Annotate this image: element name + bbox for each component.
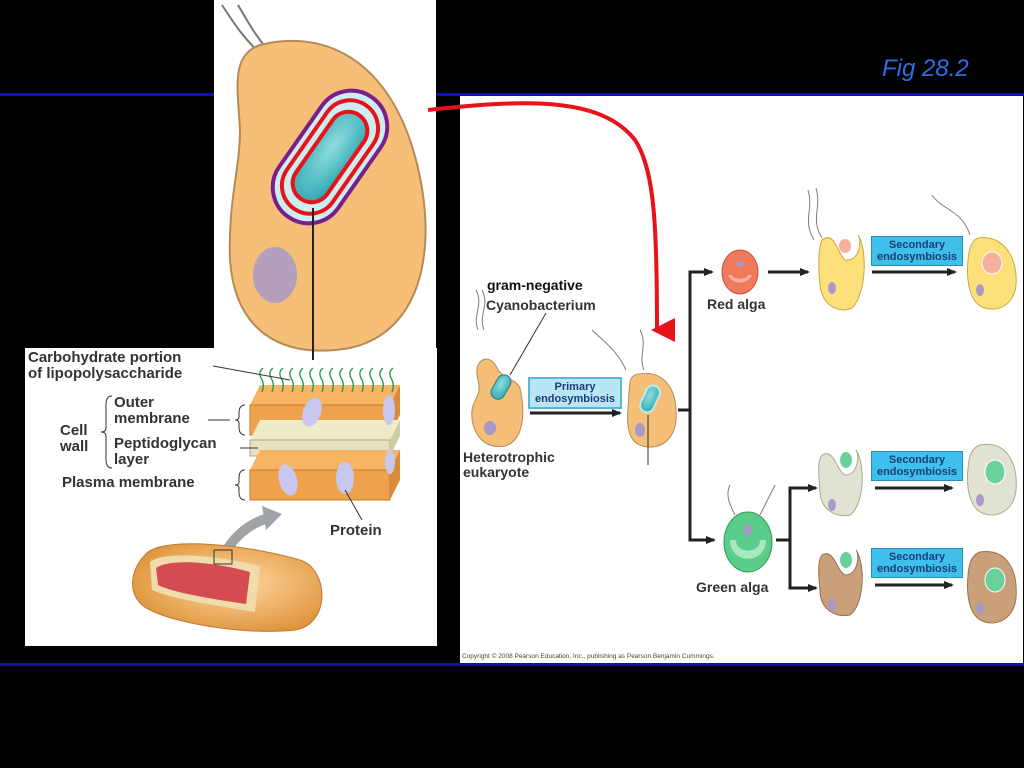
brace [234, 469, 246, 501]
secondary-host-cell [818, 549, 863, 617]
label-plasma-membrane: Plasma membrane [62, 474, 195, 491]
box-line: Secondary [888, 239, 946, 251]
secondary-endosymbiosis-box: Secondary endosymbiosis [871, 236, 963, 266]
pointer-line [344, 489, 363, 521]
label-line: Carbohydrate portion [28, 349, 182, 366]
arrow [776, 484, 818, 542]
label-line: eukaryote [463, 463, 530, 480]
cyanobacterium-envelope [270, 88, 390, 226]
plastid [639, 384, 661, 414]
brace [234, 404, 246, 436]
bottom-rule [0, 663, 1024, 666]
pointer-line [509, 312, 547, 376]
box-line: endosymbiosis [876, 466, 958, 478]
arrow [788, 540, 818, 592]
nucleus [635, 423, 645, 437]
flagellum [807, 189, 815, 241]
pointer-line [212, 365, 291, 381]
label-cell-wall: Cell wall [60, 423, 88, 455]
nucleus [253, 247, 297, 303]
label-heterotrophic-eukaryote: Heterotrophic eukaryote [463, 450, 555, 479]
box-line: endosymbiosis [876, 251, 958, 263]
arrow [678, 268, 714, 412]
protein [336, 462, 354, 494]
endosymbiosis-flow [471, 187, 1017, 624]
flagellum [481, 289, 486, 331]
primary-endosymbiosis-box: Primary endosymbiosis [528, 377, 622, 409]
red-alga-cell [721, 249, 759, 295]
copyright-notice: Copyright © 2008 Pearson Education, Inc.… [462, 653, 715, 660]
label-cyanobacterium: Cyanobacterium [486, 297, 596, 313]
label-outer-membrane: Outer membrane [114, 395, 190, 427]
secondary-host-cell [818, 449, 863, 517]
red-curved-arrow [427, 101, 676, 342]
label-gram-negative: gram-negative [487, 277, 583, 293]
flagellum [639, 329, 645, 371]
protein [383, 395, 395, 425]
protein [385, 450, 395, 474]
grey-arrow [223, 513, 270, 551]
top-rule [0, 93, 1024, 96]
cyanobacterium [490, 374, 512, 400]
cell-wall-layers [100, 365, 400, 632]
label-line: layer [114, 450, 150, 468]
protein [302, 397, 322, 427]
cutout-cube [213, 549, 233, 565]
label-line: Cell [60, 422, 88, 439]
label-line: membrane [114, 409, 190, 427]
label-line: of lipopolysaccharide [28, 364, 183, 382]
box-line: Secondary [888, 454, 946, 466]
label-red-alga: Red alga [707, 296, 766, 312]
box-line: Primary [554, 381, 596, 393]
protein [278, 464, 298, 496]
flagellum [475, 289, 480, 331]
host-cell-zoom [221, 4, 427, 360]
flagellum [759, 484, 776, 516]
box-line: endosymbiosis [876, 563, 958, 575]
label-peptidoglycan: Peptidoglycan layer [114, 436, 217, 468]
secondary-endosymbiosis-box: Secondary endosymbiosis [871, 548, 963, 578]
brace [100, 395, 113, 469]
flagellum [727, 484, 736, 516]
label-line: Peptidoglycan [114, 435, 217, 452]
flagellum [815, 187, 823, 239]
label-protein: Protein [330, 522, 382, 539]
label-line: Outer [114, 394, 155, 411]
label-line: wall [60, 437, 89, 455]
label-green-alga: Green alga [696, 579, 769, 595]
flagellum [931, 194, 971, 236]
nucleus [484, 421, 496, 435]
label-line: Heterotrophic [463, 449, 555, 465]
lps-strands [259, 367, 394, 393]
box-line: Secondary [888, 551, 946, 563]
arrow [688, 410, 716, 544]
figure-title: Fig 28.2 [882, 55, 969, 82]
green-alga-cell [723, 511, 773, 573]
secondary-endosymbiosis-box: Secondary endosymbiosis [871, 451, 963, 481]
label-carbohydrate: Carbohydrate portion of lipopolysacchari… [28, 350, 182, 382]
heterotroph-cell [471, 358, 524, 447]
box-line: endosymbiosis [534, 393, 616, 405]
flagellum [591, 329, 627, 371]
